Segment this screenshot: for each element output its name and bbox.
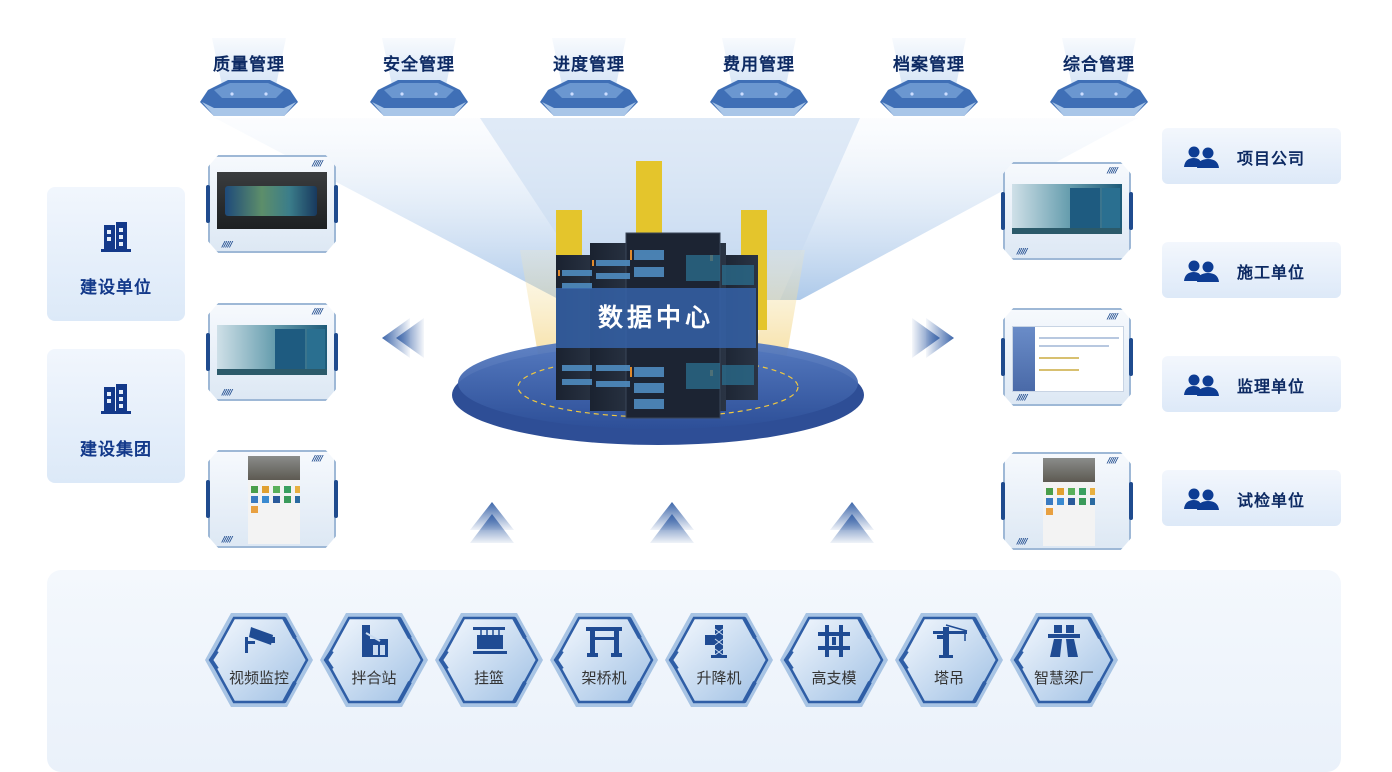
equipment-label: 智慧梁厂 (1033, 669, 1094, 687)
elevator-icon (705, 625, 727, 658)
bridge-crane-icon (586, 627, 622, 657)
stripes-decoration: ///// (312, 454, 323, 463)
equipment-label: 塔吊 (933, 669, 964, 687)
stripes-decoration: ///// (1107, 456, 1118, 465)
role-label: 项目公司 (1237, 149, 1306, 168)
equipment-mixing-station[interactable]: 拌合站 (318, 611, 430, 709)
org-card-construction-group[interactable]: 建设集团 (47, 349, 185, 483)
double-chevron-up-icon (830, 502, 874, 543)
equipment-label: 挂篮 (473, 669, 504, 687)
equipment-label: 升降机 (696, 669, 742, 687)
stripes-decoration: ///// (312, 159, 323, 168)
org-label: 建设单位 (80, 278, 152, 298)
building-icon (101, 384, 131, 414)
role-card-contractor[interactable]: 施工单位 (1162, 242, 1341, 298)
module-label: 综合管理 (1063, 55, 1135, 75)
mixing-plant-icon (362, 625, 388, 657)
module-archive[interactable]: 档案管理 (874, 38, 984, 128)
stripes-decoration: ///// (222, 388, 233, 397)
stripes-decoration: ///// (1107, 312, 1118, 321)
equipment-high-formwork[interactable]: 高支模 (778, 611, 890, 709)
data-center-label: 数据中心 (556, 288, 756, 348)
equipment-label: 拌合站 (351, 669, 397, 687)
desktop-software-screen (1012, 326, 1124, 392)
equipment-label: 高支模 (811, 669, 857, 687)
hex-platform-icon (540, 80, 638, 116)
device-mobile-app-right[interactable]: ///// ///// (1001, 452, 1133, 550)
formwork-icon (818, 625, 850, 657)
module-cost[interactable]: 费用管理 (704, 38, 814, 128)
equipment-hanging-basket[interactable]: 挂篮 (433, 611, 545, 709)
hex-platform-icon (1050, 80, 1148, 116)
role-card-testing-unit[interactable]: 试检单位 (1162, 470, 1341, 526)
equipment-bridge-erector[interactable]: 架桥机 (548, 611, 660, 709)
equipment-video-surveillance[interactable]: 视频监控 (203, 611, 315, 709)
module-progress[interactable]: 进度管理 (534, 38, 644, 128)
stripes-decoration: ///// (312, 307, 323, 316)
module-general[interactable]: 综合管理 (1044, 38, 1154, 128)
device-command-center[interactable]: ///// ///// (206, 155, 338, 253)
device-web-dashboard[interactable]: ///// ///// (206, 303, 338, 401)
stripes-decoration: ///// (1017, 393, 1028, 402)
double-chevron-right-icon (912, 318, 954, 358)
role-card-project-company[interactable]: 项目公司 (1162, 128, 1341, 184)
mobile-app-screen (248, 456, 300, 544)
stripes-decoration: ///// (1017, 247, 1028, 256)
web-dashboard-screen (217, 325, 327, 375)
cctv-camera-icon (245, 627, 275, 653)
module-label: 费用管理 (723, 55, 795, 75)
users-icon (1184, 146, 1219, 168)
org-label: 建设集团 (80, 440, 152, 460)
role-label: 施工单位 (1237, 263, 1306, 282)
device-mobile-app[interactable]: ///// ///// (206, 450, 338, 548)
users-icon (1184, 488, 1219, 510)
stripes-decoration: ///// (222, 240, 233, 249)
double-chevron-up-icon (650, 502, 694, 543)
hex-platform-icon (880, 80, 978, 116)
stripes-decoration: ///// (1107, 166, 1118, 175)
module-label: 安全管理 (383, 55, 455, 75)
building-icon (101, 222, 131, 252)
equipment-label: 视频监控 (228, 669, 289, 687)
hex-platform-icon (200, 80, 298, 116)
stripes-decoration: ///// (222, 535, 233, 544)
tower-crane-icon (933, 624, 968, 658)
org-card-construction-unit[interactable]: 建设单位 (47, 187, 185, 321)
device-web-dashboard-right[interactable]: ///// ///// (1001, 162, 1133, 260)
web-dashboard-screen (1012, 184, 1122, 234)
hanging-basket-icon (473, 627, 507, 654)
module-label: 质量管理 (213, 55, 285, 75)
module-label: 档案管理 (893, 55, 965, 75)
module-quality[interactable]: 质量管理 (194, 38, 304, 128)
equipment-elevator[interactable]: 升降机 (663, 611, 775, 709)
hex-platform-icon (710, 80, 808, 116)
module-label: 进度管理 (553, 55, 625, 75)
module-safety[interactable]: 安全管理 (364, 38, 474, 128)
double-chevron-up-icon (470, 502, 514, 543)
role-card-supervisor[interactable]: 监理单位 (1162, 356, 1341, 412)
device-desktop-software[interactable]: ///// ///// (1001, 308, 1133, 406)
users-icon (1184, 260, 1219, 282)
role-label: 试检单位 (1237, 491, 1306, 510)
beam-factory-icon (1048, 625, 1080, 657)
mobile-app-screen (1043, 458, 1095, 546)
double-chevron-left-icon (382, 318, 424, 358)
users-icon (1184, 374, 1219, 396)
hex-platform-icon (370, 80, 468, 116)
equipment-tower-crane[interactable]: 塔吊 (893, 611, 1005, 709)
command-center-screen (217, 172, 327, 229)
equipment-label: 架桥机 (581, 669, 627, 687)
stripes-decoration: ///// (1017, 537, 1028, 546)
equipment-smart-beam-factory[interactable]: 智慧梁厂 (1008, 611, 1120, 709)
role-label: 监理单位 (1237, 377, 1306, 396)
